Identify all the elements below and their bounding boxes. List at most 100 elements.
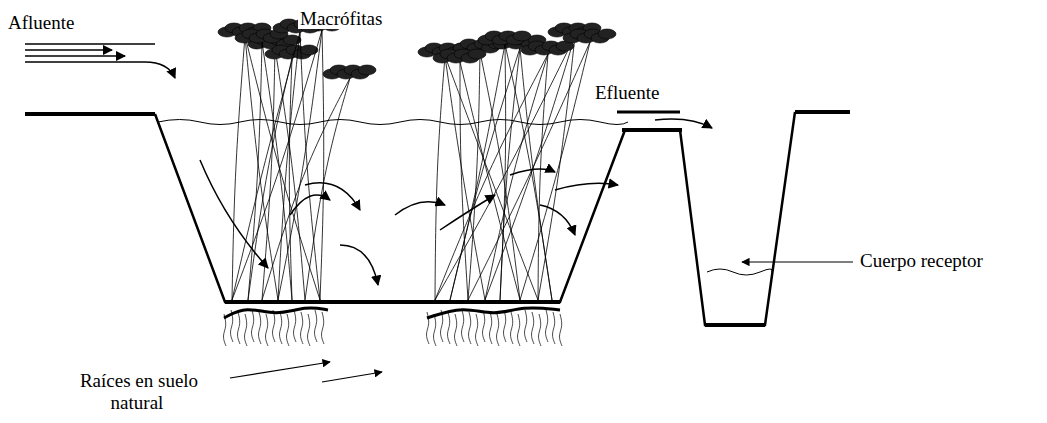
plant-stem [460,62,468,300]
label-text: Macrófitas [298,8,384,29]
flow-arrow [305,183,360,210]
flow-arrow [290,195,330,215]
plant-stem [232,30,322,300]
basin-bottom [225,300,560,304]
plant-stem [468,42,590,300]
plant-stem [538,36,575,300]
channel-bottom [705,323,765,327]
label: Afluente [6,12,106,34]
root [223,314,226,346]
plant-stem [289,58,292,300]
macrophytes [218,17,616,346]
plant-stem [450,44,505,300]
root [559,314,562,346]
plant-stem [485,36,575,300]
root [307,314,310,346]
plant-stem [435,36,575,300]
root [447,312,450,344]
plant-crown [478,31,531,45]
root [531,312,534,344]
root [265,314,268,346]
root [244,314,247,346]
root [517,314,520,346]
plant-stem [320,30,324,300]
root [524,310,527,342]
plant-stem [305,78,350,300]
flow-arrow [340,245,378,285]
root [503,310,506,342]
ground-rim [25,112,155,116]
plant-stem [275,48,305,300]
plant-stem [232,32,300,300]
inflow-arrow [25,62,175,78]
plant-stem [278,30,322,300]
channel-water [707,269,772,275]
plant-stem [262,42,292,300]
leader-arrow [230,362,330,378]
leaf-blob [598,29,616,39]
root [482,310,485,342]
leader-arrow [742,261,853,262]
basin-wall [155,114,625,302]
label: Efluente [593,82,693,104]
root [538,314,541,346]
label: Macrófitas [298,8,408,30]
flow-arrow [510,169,555,175]
flow-arrow [200,160,268,268]
root [433,314,436,346]
root [300,312,303,344]
flow-arrow [395,202,445,215]
plant-crown [265,45,318,59]
root [272,310,275,342]
root [510,312,513,344]
plant-stem [450,48,520,300]
water-surface [158,120,628,125]
root [496,314,499,346]
plant-stem [278,32,300,300]
ground-rim [795,110,850,114]
inflow-pipe [25,43,155,45]
root [286,314,289,346]
root [468,312,471,344]
leaf-blob [513,31,531,41]
label-text: Raíces en suelo natural [78,370,198,413]
root [293,310,296,342]
root [454,314,457,346]
root [258,312,261,344]
plant-crown [521,41,574,55]
plant-stem [485,54,548,300]
plant-stem [520,42,590,300]
plant-crown [433,49,486,63]
rhizome [427,308,560,318]
plant-stem [248,42,262,300]
rhizome [224,308,328,318]
receiving-channel [680,112,795,325]
outflow-weir [617,111,680,114]
label: Cuerpo receptor [858,250,1043,272]
plant-stem [232,36,245,300]
plant-stem [468,52,480,300]
leaf-blob [468,49,486,59]
plant-stem [460,62,520,300]
root [426,312,429,344]
plant-stem [300,32,320,300]
plant-stem [262,78,350,300]
root [440,310,443,342]
root [545,310,548,342]
plant-crown [323,65,376,79]
root [461,310,464,342]
plant-stem [480,52,520,300]
inflow-arrow [25,49,112,51]
root [314,310,317,342]
root [237,312,240,344]
outflow-arrow [655,119,712,128]
plant-stem [520,48,552,300]
label: Raíces en suelo natural [58,370,218,414]
plant-stem [500,44,506,300]
flow-arrow [555,183,618,190]
plant-stem [538,54,548,300]
root [475,314,478,346]
root [552,312,555,344]
label-text: Efluente [593,82,661,103]
